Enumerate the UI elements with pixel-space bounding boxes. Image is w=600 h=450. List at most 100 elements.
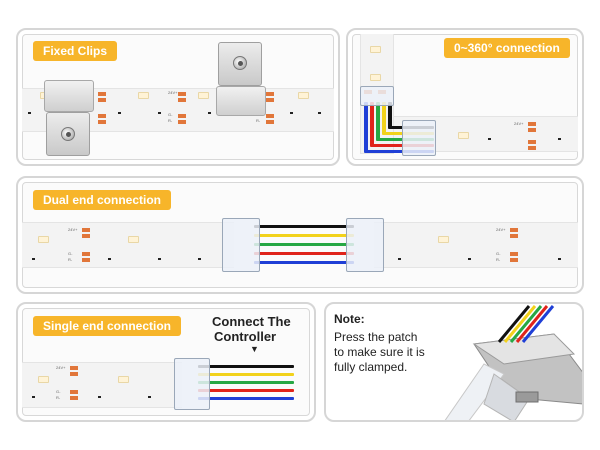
fixed-clips-panel: Fixed Clips 24V+ 24V+ G- R- G- R- [16, 28, 340, 166]
note-panel: Note: Press the patch to make sure it is… [324, 302, 584, 422]
solder-pad [70, 366, 78, 370]
strip-label-r: R- [68, 257, 73, 262]
strip-label-r: R- [56, 395, 61, 400]
strip-dot [468, 258, 471, 260]
wire-yellow [198, 373, 294, 376]
strip-dot [118, 112, 121, 114]
solder-pad [528, 122, 536, 126]
led-chip [118, 376, 129, 383]
strip-connector [360, 86, 394, 106]
solder-pad [98, 98, 106, 102]
strip-dot [32, 396, 35, 398]
strip-dot [558, 138, 561, 140]
solder-pad [98, 92, 106, 96]
note-title: Note: [334, 312, 365, 326]
metal-contact [515, 391, 539, 403]
strip-dot [290, 112, 293, 114]
single-end-panel: Single end connection Connect The Contro… [16, 302, 316, 422]
strip-label-g: G- [496, 251, 501, 256]
down-arrow-icon: ▼ [250, 344, 259, 354]
strip-dot [148, 396, 151, 398]
led-strip [22, 362, 182, 408]
note-line3: fully clamped. [334, 360, 408, 374]
wire-red [515, 305, 549, 343]
solder-pad [510, 234, 518, 238]
wire-green [254, 243, 354, 246]
solder-pad [82, 258, 90, 262]
wire-black [198, 365, 294, 368]
wire-yellow [503, 305, 537, 343]
single-end-badge: Single end connection [33, 316, 182, 336]
solder-pad [70, 396, 78, 400]
solder-pad [178, 98, 186, 102]
wire-yellow [382, 102, 386, 134]
solder-pad [178, 120, 186, 124]
fixed-clips-badge: Fixed Clips [33, 41, 118, 61]
led-chip [198, 92, 209, 99]
strip-label-r: R- [168, 118, 173, 123]
solder-pad [98, 114, 106, 118]
strip-label-r: R- [256, 118, 261, 123]
solder-pad [70, 372, 78, 376]
strip-connector-left [222, 218, 260, 272]
solder-pad [178, 92, 186, 96]
strip-dot [108, 258, 111, 260]
strip-dot [28, 112, 31, 114]
solder-pad [178, 114, 186, 118]
strip-label-g: G- [68, 251, 73, 256]
wire-black [254, 225, 354, 228]
strip-dot [32, 258, 35, 260]
solder-pad [266, 92, 274, 96]
connect-controller-line2: Controller [214, 329, 277, 344]
strip-label-voltage: 24V+ [514, 121, 524, 126]
solder-pad [82, 228, 90, 232]
angle-connection-badge: 0~360° connection [444, 38, 570, 58]
led-chip [38, 236, 49, 243]
solder-pad [528, 140, 536, 144]
strip-connector [174, 358, 210, 410]
strip-label-g: G- [168, 112, 173, 117]
solder-pad [510, 258, 518, 262]
wire-blue [521, 305, 555, 343]
note-line1: Press the patch [334, 330, 418, 344]
solder-pad [266, 120, 274, 124]
dual-end-panel: Dual end connection 24V+ G- R- 24V+ G- R… [16, 176, 584, 294]
led-strip-left [22, 222, 234, 268]
wire-yellow [254, 234, 354, 237]
strip-dot [198, 258, 201, 260]
mounting-clip [216, 86, 266, 116]
strip-label-g: G- [56, 389, 61, 394]
screw-icon [233, 56, 247, 70]
led-chip [298, 92, 309, 99]
led-strip-diagonal [444, 363, 505, 420]
led-chip [138, 92, 149, 99]
solder-pad [82, 234, 90, 238]
wire-blue [364, 102, 368, 152]
wire-red [198, 389, 294, 392]
angle-connection-panel: 0~360° connection 24V+ [346, 28, 584, 166]
clamp-illustration [444, 305, 582, 420]
solder-pad [98, 120, 106, 124]
strip-dot [98, 396, 101, 398]
screw-icon [61, 127, 75, 141]
led-chip [370, 74, 381, 81]
led-strip-diagonal-edge [483, 373, 530, 420]
strip-dot [318, 112, 321, 114]
solder-pad [266, 114, 274, 118]
strip-dot [488, 138, 491, 140]
wire-blue [254, 261, 354, 264]
solder-pad [70, 390, 78, 394]
wire-black [497, 305, 531, 343]
strip-label-voltage: 24V+ [496, 227, 506, 232]
solder-pad [82, 252, 90, 256]
strip-label-voltage: 24V+ [168, 90, 178, 95]
led-chip [438, 236, 449, 243]
solder-pad [266, 98, 274, 102]
strip-connector [402, 120, 436, 156]
wire-green [376, 102, 380, 140]
wire-red [254, 252, 354, 255]
solder-pad [528, 128, 536, 132]
wire-red [370, 102, 374, 146]
solder-pad [528, 146, 536, 150]
strip-connector-right [346, 218, 384, 272]
